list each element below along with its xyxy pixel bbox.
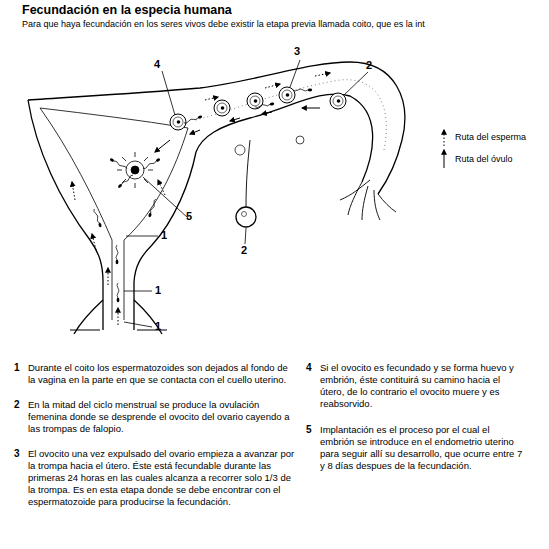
note-text: En la mitad del ciclo menstrual se produ…: [28, 399, 296, 435]
fertilized-egg: [117, 152, 153, 188]
callout-number: 1: [155, 284, 161, 297]
legend-ovum-arrow: [444, 150, 445, 168]
sperm-route-arrows: [72, 73, 330, 325]
note-text: Implantación es el proceso por el cual e…: [320, 424, 525, 472]
callout-number: 2: [366, 59, 372, 72]
callout-number: 3: [294, 45, 300, 58]
note-number: 2: [14, 399, 20, 411]
leader-lines: [124, 60, 368, 327]
note-number: 4: [306, 362, 312, 374]
callout-number: 2: [241, 244, 247, 257]
note-number: 5: [306, 424, 312, 436]
note-text: El ovocito una vez expulsado del ovario …: [28, 448, 296, 508]
callout-number: 4: [154, 58, 160, 71]
callout-number: 1: [155, 320, 161, 333]
legend-symbols: [444, 130, 445, 168]
note-text: Si el ovocito es fecundado y se forma hu…: [320, 362, 525, 410]
legend-text: Ruta del esperma: [455, 132, 526, 143]
ovum-route-arrows: [155, 108, 320, 152]
sperm-cells: [93, 89, 312, 303]
diagram-title: Fecundación en la especia humana: [22, 3, 232, 18]
callout-number: 5: [186, 210, 192, 223]
legend-sperm-arrow: [444, 130, 445, 146]
subtitle-text: Para que haya fecundación en los seres v…: [22, 19, 425, 30]
note-number: 3: [14, 448, 20, 460]
note-text: Durante el coito los espermatozoides son…: [28, 362, 296, 386]
note-number: 1: [14, 362, 20, 374]
callout-number: 1: [161, 229, 167, 242]
organ-outline: [28, 62, 405, 334]
ovum-cells: [170, 87, 346, 130]
legend-text: Ruta del óvulo: [455, 154, 513, 165]
